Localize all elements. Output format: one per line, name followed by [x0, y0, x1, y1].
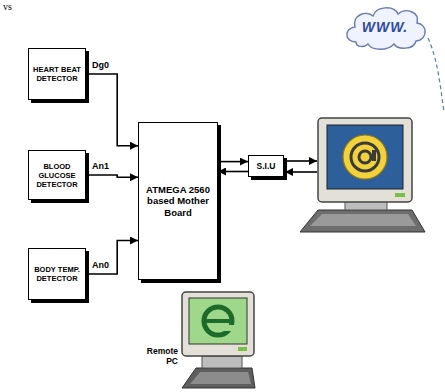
detector-box: HEART BEAT DETECTOR [28, 48, 86, 100]
remote-pc-icon [138, 290, 256, 390]
motherboard-box: ATMEGA 2560 based Mother Board [138, 122, 218, 280]
interface-box: S.I.U [248, 155, 284, 177]
box-label: BLOOD GLUCOSE DETECTOR [32, 162, 82, 189]
remote-pc: Remote PC [138, 290, 256, 390]
dashed-web-link [428, 38, 444, 112]
detector-box: BLOOD GLUCOSE DETECTOR [28, 150, 86, 200]
box-label: HEART BEAT DETECTOR [32, 65, 82, 83]
local-computer-icon [300, 118, 425, 232]
box-label: ATMEGA 2560 based Mother Board [142, 184, 214, 218]
cloud-label: WWW. [362, 19, 409, 36]
pin-label: An0 [91, 261, 110, 271]
stray-text: vs [2, 1, 13, 12]
signal-connector [86, 74, 138, 146]
signal-connector [218, 171, 248, 173]
pin-label: Dg0 [91, 61, 110, 71]
pc-label: Remote PC [138, 346, 178, 366]
pin-label: An1 [91, 162, 110, 172]
signal-connector [218, 161, 248, 163]
box-label: S.I.U [257, 161, 276, 171]
siu-computer-link [285, 161, 317, 172]
signal-connector [86, 241, 138, 275]
signal-connector [86, 175, 138, 177]
internet-cloud: WWW. [342, 2, 428, 52]
box-label: BODY TEMP. DETECTOR [32, 265, 82, 283]
detector-box: BODY TEMP. DETECTOR [28, 248, 86, 300]
